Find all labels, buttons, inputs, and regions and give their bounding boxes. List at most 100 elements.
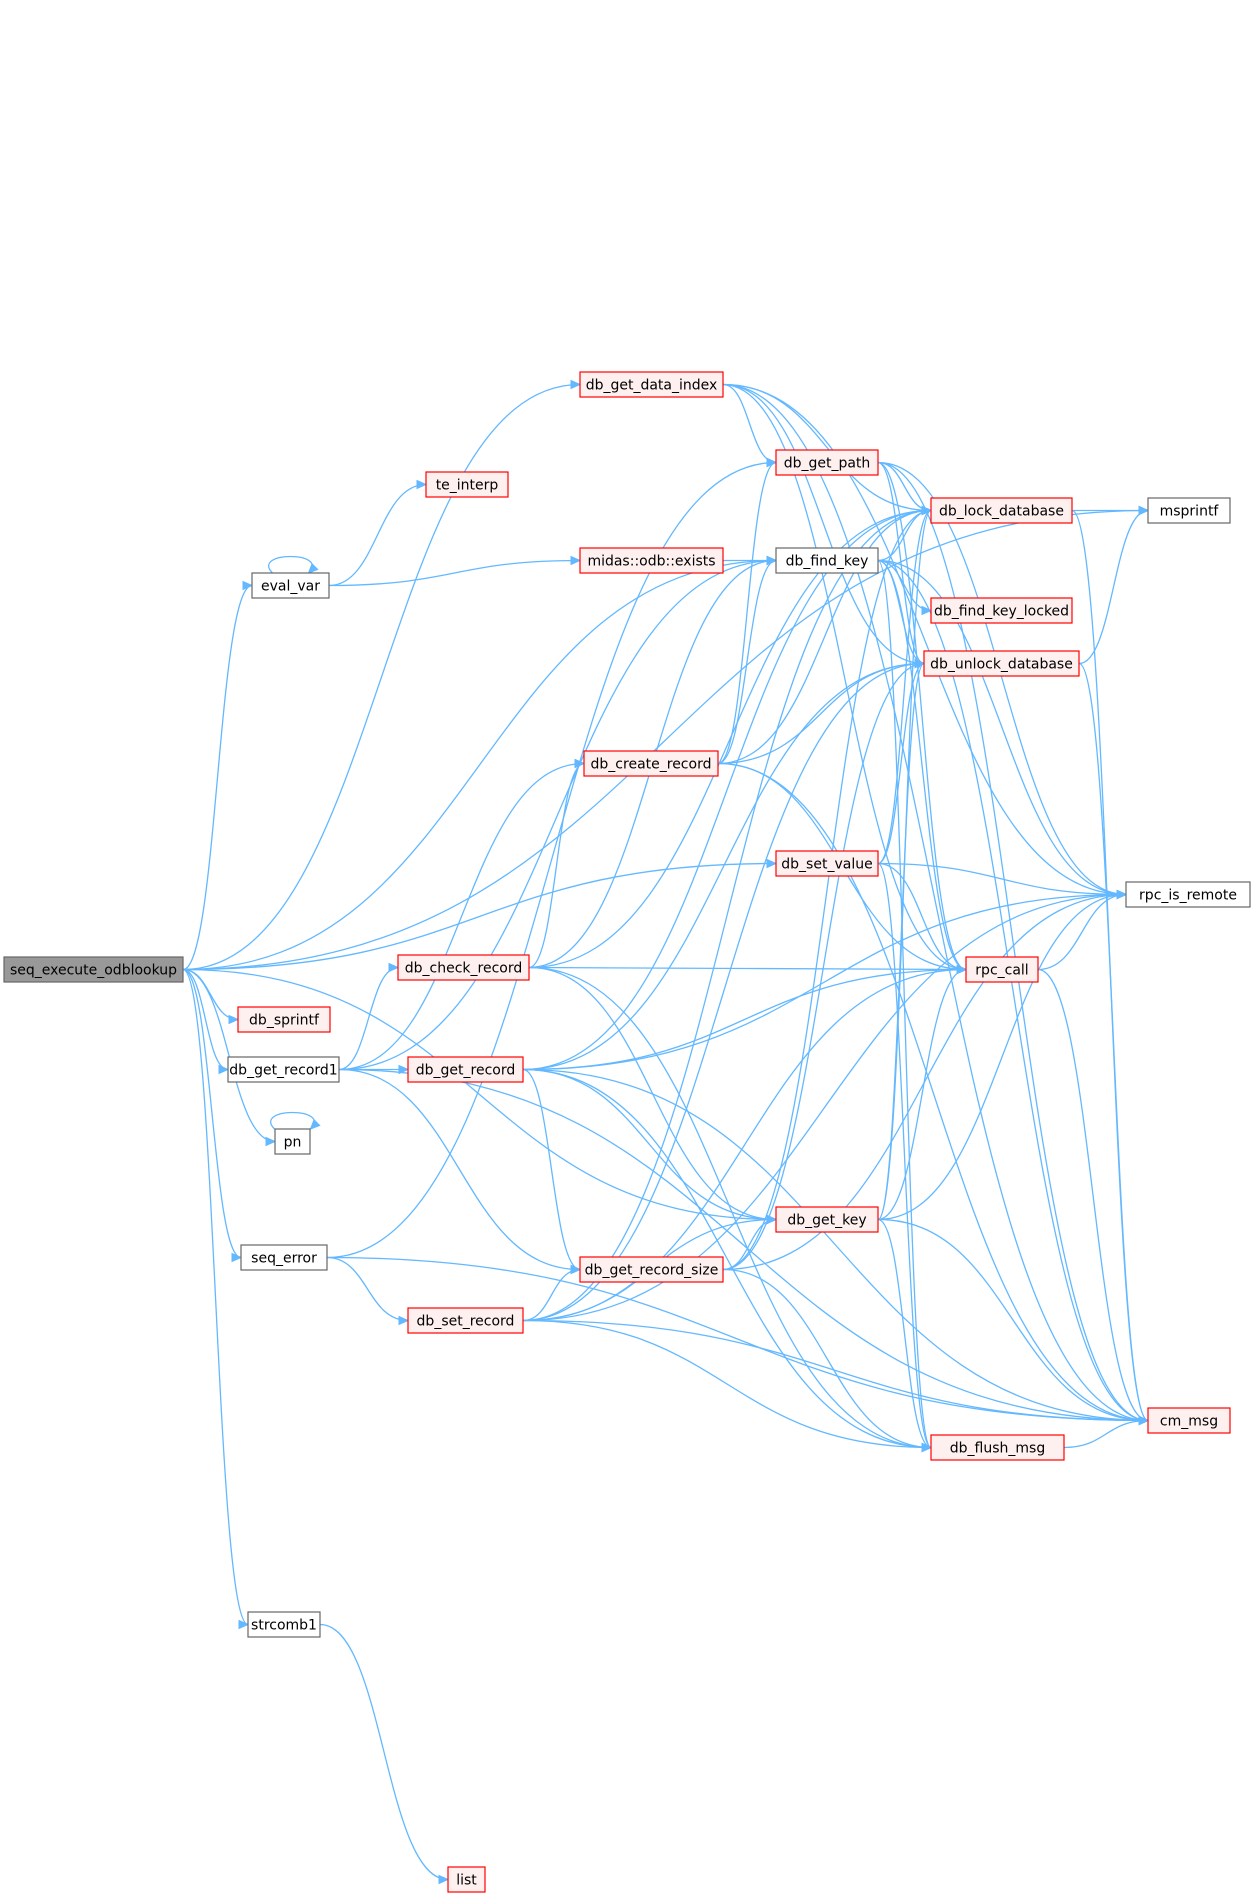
node-strcomb1-label: strcomb1 [251,1618,317,1634]
node-te-interp[interactable]: te_interp [425,471,509,498]
edge-db-find-key-to-db-unlock-database [877,559,926,669]
node-db-find-key-locked[interactable]: db_find_key_locked [930,597,1073,624]
node-db-set-record[interactable]: db_set_record [407,1307,524,1334]
edge-db-unlock-database-to-msprintf [1078,505,1150,665]
edge-db-get-data-index-to-cm-msg [722,383,1150,1426]
node-eval-var[interactable]: eval_var [251,572,330,599]
edge-seq-error-to-cm-msg [326,1256,1150,1426]
node-db-get-record[interactable]: db_get_record [407,1056,524,1083]
node-db-get-record1-label: db_get_record1 [229,1063,337,1079]
edge-db-get-path-to-rpc-is-remote [877,461,1128,900]
edge-eval-var-to-midas-odb-exists [328,555,582,587]
edge-db-get-record-size-to-db-get-key [722,1214,778,1271]
node-db-check-record-label: db_check_record [405,961,522,977]
node-db-get-path[interactable]: db_get_path [775,449,879,476]
node-db-set-value[interactable]: db_set_value [775,850,879,877]
node-eval-var-label: eval_var [261,579,320,595]
edge-seq-execute-odblookup-to-db-get-data-index [182,379,582,971]
node-rpc-is-remote-label: rpc_is_remote [1139,888,1237,904]
node-db-flush-msg-label: db_flush_msg [950,1441,1045,1457]
edge-db-get-key-to-rpc-is-remote [877,889,1128,1221]
node-pn-label: pn [284,1135,302,1151]
edge-eval-var-to-te-interp [328,479,428,587]
node-seq-execute-odblookup[interactable]: seq_execute_odblookup [3,956,184,983]
edge-db-check-record-to-db-get-key [528,966,778,1225]
node-db-sprintf-label: db_sprintf [249,1013,320,1029]
edge-db-set-record-to-rpc-call [522,964,968,1322]
node-db-get-data-index[interactable]: db_get_data_index [579,371,724,398]
node-seq-error[interactable]: seq_error [240,1244,328,1271]
edge-seq-error-to-db-get-path [326,457,778,1259]
node-layer: seq_execute_odblookupte_interpeval_vardb… [3,371,1251,1893]
node-rpc-call[interactable]: rpc_call [965,956,1039,983]
edge-db-get-record1-to-db-get-record-size [338,1068,582,1275]
edge-db-check-record-to-db-create-record [528,758,586,969]
edge-db-flush-msg-to-cm-msg [1063,1415,1150,1449]
edge-seq-execute-odblookup-to-strcomb1 [182,968,250,1630]
node-db-unlock-database-label: db_unlock_database [930,657,1073,673]
edge-db-get-record1-to-db-create-record [338,758,586,1071]
edge-strcomb1-to-list [319,1623,450,1885]
node-list-label: list [456,1873,477,1889]
edge-seq-execute-odblookup-to-seq-error [182,968,243,1263]
node-db-unlock-database[interactable]: db_unlock_database [923,650,1080,677]
node-db-create-record[interactable]: db_create_record [583,750,719,777]
node-db-get-path-label: db_get_path [784,456,871,472]
edge-db-get-record-to-db-get-record-size [522,1068,582,1275]
node-db-find-key-label: db_find_key [786,554,869,570]
node-db-get-key-label: db_get_key [787,1213,866,1229]
edge-seq-execute-odblookup-to-db-get-record1 [182,968,230,1075]
node-db-get-record-size[interactable]: db_get_record_size [579,1256,724,1283]
node-msprintf[interactable]: msprintf [1147,497,1231,524]
edge-rpc-call-to-rpc-is-remote [1037,889,1128,971]
node-msprintf-label: msprintf [1160,504,1220,520]
edge-db-find-key-to-cm-msg [877,559,1150,1426]
edge-db-get-data-index-to-db-get-path [722,383,778,468]
node-db-get-record-label: db_get_record [416,1063,515,1079]
node-db-create-record-label: db_create_record [591,757,712,773]
node-midas-odb-exists[interactable]: midas::odb::exists [579,547,724,574]
edge-db-get-record1-to-db-find-key [338,555,778,1071]
edge-db-get-key-to-rpc-call [877,964,968,1221]
node-pn[interactable]: pn [274,1128,311,1155]
node-db-find-key[interactable]: db_find_key [775,547,879,574]
node-cm-msg[interactable]: cm_msg [1147,1407,1231,1434]
edge-pn-to-pn [270,1111,321,1130]
node-db-check-record[interactable]: db_check_record [397,954,530,981]
edge-db-unlock-database-to-cm-msg [1078,662,1150,1426]
edge-db-set-value-to-db-unlock-database [877,658,926,865]
edge-eval-var-to-eval-var [268,555,319,574]
node-db-find-key-locked-label: db_find_key_locked [934,604,1069,620]
node-db-get-record-size-label: db_get_record_size [585,1263,719,1279]
node-list[interactable]: list [447,1866,486,1893]
edge-db-get-record1-to-db-check-record [338,962,400,1071]
node-seq-execute-odblookup-label: seq_execute_odblookup [10,963,177,979]
edge-db-set-record-to-db-get-record-size [522,1264,582,1322]
node-rpc-call-label: rpc_call [975,963,1028,979]
node-db-lock-database[interactable]: db_lock_database [930,497,1073,524]
edge-db-create-record-to-db-get-path [717,457,778,765]
node-db-sprintf[interactable]: db_sprintf [237,1006,331,1033]
node-db-get-record1[interactable]: db_get_record1 [227,1056,340,1083]
edge-seq-error-to-db-set-record [326,1256,410,1326]
edge-db-get-key-to-db-unlock-database [877,658,926,1221]
edge-seq-execute-odblookup-to-pn [182,968,277,1147]
edge-db-get-record-to-cm-msg [522,1068,1150,1426]
node-db-set-value-label: db_set_value [781,857,872,873]
node-db-flush-msg[interactable]: db_flush_msg [930,1434,1065,1461]
edge-db-get-record-to-db-lock-database [522,505,933,1071]
node-db-get-key[interactable]: db_get_key [775,1206,879,1233]
node-cm-msg-label: cm_msg [1160,1414,1218,1430]
edge-seq-execute-odblookup-to-db-set-value [182,858,778,971]
edge-db-set-record-to-db-flush-msg [522,1319,933,1453]
edge-db-get-record1-to-cm-msg [338,1068,1150,1426]
edge-db-find-key-to-db-find-key-locked [877,559,933,616]
edge-db-get-record-size-to-db-lock-database [722,505,933,1271]
node-strcomb1[interactable]: strcomb1 [247,1611,321,1638]
edge-seq-execute-odblookup-to-eval-var [182,580,254,971]
node-te-interp-label: te_interp [436,478,499,494]
node-db-get-data-index-label: db_get_data_index [586,378,718,394]
node-rpc-is-remote[interactable]: rpc_is_remote [1125,881,1251,908]
edge-db-set-record-to-rpc-is-remote [522,889,1128,1322]
